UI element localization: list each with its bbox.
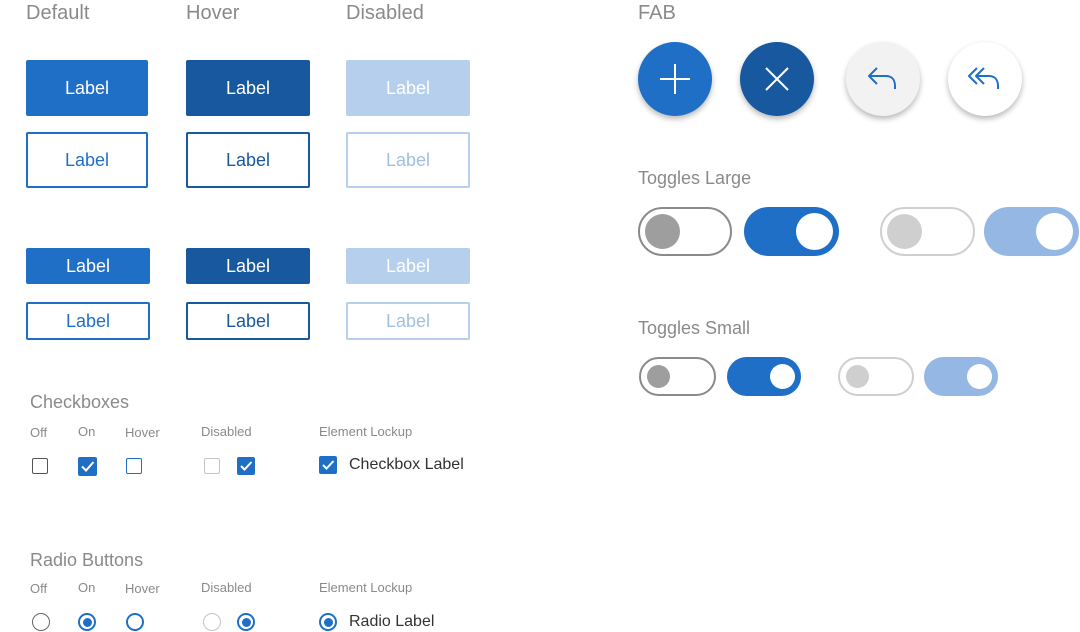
checkmark-icon bbox=[81, 461, 95, 472]
small-filled-button-default[interactable]: Label bbox=[26, 248, 150, 284]
checkbox-off-label: Off bbox=[30, 425, 48, 440]
toggles-small-title: Toggles Small bbox=[638, 318, 751, 338]
radio-off[interactable] bbox=[32, 613, 50, 631]
small-outline-button-hover[interactable]: Label bbox=[186, 302, 310, 340]
plus-icon bbox=[660, 64, 690, 94]
checkmark-icon bbox=[322, 460, 335, 470]
close-icon bbox=[765, 67, 789, 91]
toggle-large-on[interactable] bbox=[744, 207, 839, 256]
radio-on-label: On bbox=[78, 580, 96, 595]
toggle-knob bbox=[967, 364, 992, 389]
toggle-knob bbox=[796, 213, 833, 250]
radio-on[interactable] bbox=[78, 613, 96, 631]
fab-reply-button[interactable] bbox=[846, 42, 920, 116]
checkbox-lockup-text[interactable]: Checkbox Label bbox=[349, 456, 464, 473]
checkbox-lockup-label: Element Lockup bbox=[319, 424, 413, 439]
small-filled-button-hover[interactable]: Label bbox=[186, 248, 310, 284]
fab-title: FAB bbox=[638, 2, 676, 24]
checkbox-disabled-label: Disabled bbox=[201, 424, 252, 439]
toggle-knob bbox=[645, 214, 680, 249]
fab-add-button[interactable] bbox=[638, 42, 712, 116]
large-filled-button-default[interactable]: Label bbox=[26, 60, 148, 116]
radio-off-label: Off bbox=[30, 581, 48, 596]
small-filled-button-disabled: Label bbox=[346, 248, 470, 284]
fab-close-button[interactable] bbox=[740, 42, 814, 116]
checkmark-icon bbox=[240, 461, 253, 471]
toggle-small-off[interactable] bbox=[639, 357, 716, 396]
checkbox-lockup[interactable] bbox=[319, 456, 337, 474]
radio-lockup[interactable] bbox=[319, 613, 337, 631]
toggle-knob bbox=[1036, 213, 1073, 250]
radio-disabled-off bbox=[203, 613, 221, 631]
large-outline-button-disabled: Label bbox=[346, 132, 470, 188]
column-header-default: Default bbox=[26, 2, 90, 24]
large-outline-button-default[interactable]: Label bbox=[26, 132, 148, 188]
radio-hover-label: Hover bbox=[125, 581, 160, 596]
checkbox-on[interactable] bbox=[78, 457, 97, 476]
small-outline-button-disabled: Label bbox=[346, 302, 470, 340]
radio-disabled-label: Disabled bbox=[201, 580, 252, 595]
toggle-small-disabled-off bbox=[838, 357, 914, 396]
fab-reply-all-button[interactable] bbox=[948, 42, 1022, 116]
checkbox-hover[interactable] bbox=[126, 458, 142, 474]
toggle-knob bbox=[887, 214, 922, 249]
toggle-knob bbox=[770, 364, 795, 389]
checkbox-disabled-on bbox=[237, 457, 255, 475]
checkbox-disabled-off bbox=[204, 458, 220, 474]
toggle-knob bbox=[846, 365, 869, 388]
toggle-small-disabled-on bbox=[924, 357, 998, 396]
toggle-small-on[interactable] bbox=[727, 357, 801, 396]
column-header-hover: Hover bbox=[186, 2, 240, 24]
reply-icon bbox=[868, 67, 896, 89]
small-outline-button-default[interactable]: Label bbox=[26, 302, 150, 340]
toggle-large-disabled-on bbox=[984, 207, 1079, 256]
reply-all-icon bbox=[968, 67, 999, 89]
column-header-disabled: Disabled bbox=[346, 2, 424, 24]
toggles-large-title: Toggles Large bbox=[638, 168, 752, 188]
checkbox-hover-label: Hover bbox=[125, 425, 160, 440]
toggle-large-off[interactable] bbox=[638, 207, 732, 256]
radios-title: Radio Buttons bbox=[30, 550, 144, 570]
checkbox-off[interactable] bbox=[32, 458, 48, 474]
toggle-large-disabled-off bbox=[880, 207, 975, 256]
radio-hover[interactable] bbox=[126, 613, 144, 631]
large-outline-button-hover[interactable]: Label bbox=[186, 132, 310, 188]
large-filled-button-disabled: Label bbox=[346, 60, 470, 116]
radio-disabled-on bbox=[237, 613, 255, 631]
checkboxes-title: Checkboxes bbox=[30, 392, 130, 412]
radio-lockup-text[interactable]: Radio Label bbox=[349, 613, 435, 630]
toggle-knob bbox=[647, 365, 670, 388]
checkbox-on-label: On bbox=[78, 424, 96, 439]
large-filled-button-hover[interactable]: Label bbox=[186, 60, 310, 116]
radio-lockup-label: Element Lockup bbox=[319, 580, 413, 595]
